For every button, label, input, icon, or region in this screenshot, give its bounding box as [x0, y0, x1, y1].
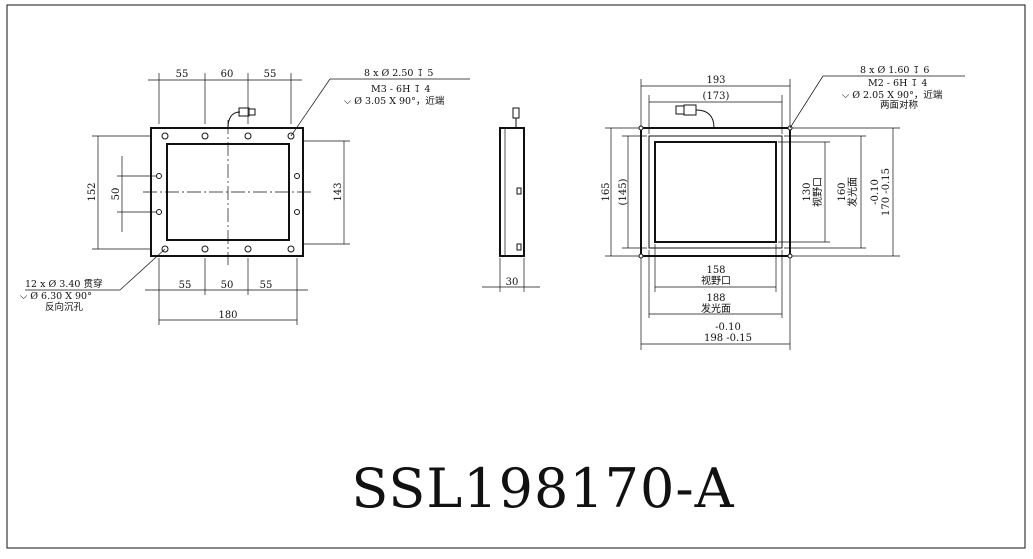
side-dim-thickness: 30: [506, 277, 519, 288]
back-dim-view-height-label: 视野口: [811, 177, 824, 207]
back-view-window: [654, 141, 777, 243]
back-light-frame: [648, 135, 783, 249]
side-body: [499, 127, 525, 257]
front-dim-top-1: 55: [176, 69, 189, 80]
back-dim-light-height: 160: [837, 182, 848, 201]
front-dim-height-right: 143: [333, 182, 344, 201]
front-dim-top-3: 55: [264, 69, 277, 80]
back-body: [640, 127, 791, 257]
sheet-border: [6, 4, 1026, 549]
back-connector: [675, 104, 715, 129]
back-dim-left-inner: (145): [618, 178, 629, 205]
back-dim-top-outer: 193: [706, 75, 725, 86]
back-dim-tolerance-right: -0.10: [870, 179, 881, 205]
back-dim-light-height-label: 发光面: [846, 177, 859, 207]
front-note-top-3: ⌵ Ø 3.05 X 90°，近端: [344, 95, 445, 107]
back-view: 193 (173) 165 (145) 158 视野口 188 发光面 -0.1…: [601, 65, 965, 350]
front-dim-top-2: 60: [221, 69, 234, 80]
front-dim-overall-width: 180: [218, 310, 237, 321]
front-note-bottom-3: 反向沉孔: [45, 301, 84, 313]
front-view: 55 60 55 55 50 55 180 152 50 143 8 x Ø 2…: [20, 68, 470, 325]
back-note-1: 8 x Ø 1.60 ↧ 6: [860, 65, 929, 76]
back-note-3: ⌵ Ø 2.05 X 90°，近端: [842, 89, 943, 101]
drawing-title: SSL198170-A: [351, 457, 734, 520]
mounting-holes: [156, 132, 300, 253]
back-dim-left-outer: 165: [601, 182, 612, 201]
front-note-top-1: 8 x Ø 2.50 ↧ 5: [364, 68, 433, 79]
side-view: 30: [482, 107, 540, 292]
back-note-2: M2 - 6H ↧ 4: [868, 78, 927, 89]
back-dim-view-height: 130: [802, 182, 813, 201]
back-note-4: 两面对称: [880, 99, 919, 111]
back-dim-overall-width: 198 -0.15: [704, 333, 752, 344]
side-connector: [512, 107, 520, 119]
back-dim-view-width: 158: [706, 265, 725, 276]
back-dim-light-width: 188: [706, 293, 725, 304]
front-dim-height-outer: 152: [87, 182, 98, 201]
front-note-bottom-2: ⌵ Ø 6.30 X 90°: [20, 291, 92, 302]
back-dim-light-width-label: 发光面: [701, 302, 731, 315]
back-dim-overall-height: 170 -0.15: [881, 168, 892, 216]
front-connector: [227, 107, 256, 129]
front-dim-bottom-3: 55: [260, 280, 273, 291]
front-dim-bottom-1: 55: [179, 280, 192, 291]
back-dim-view-width-label: 视野口: [701, 274, 731, 287]
front-note-bottom-1: 12 x Ø 3.40 贯穿: [25, 278, 102, 290]
front-dim-bottom-2: 50: [221, 280, 234, 291]
back-dim-top-inner: (173): [703, 91, 730, 102]
front-note-top-2: M3 - 6H ↧ 4: [371, 84, 430, 95]
back-dim-tolerance-bottom: -0.10: [715, 322, 741, 333]
front-dim-height-inner: 50: [111, 188, 122, 201]
